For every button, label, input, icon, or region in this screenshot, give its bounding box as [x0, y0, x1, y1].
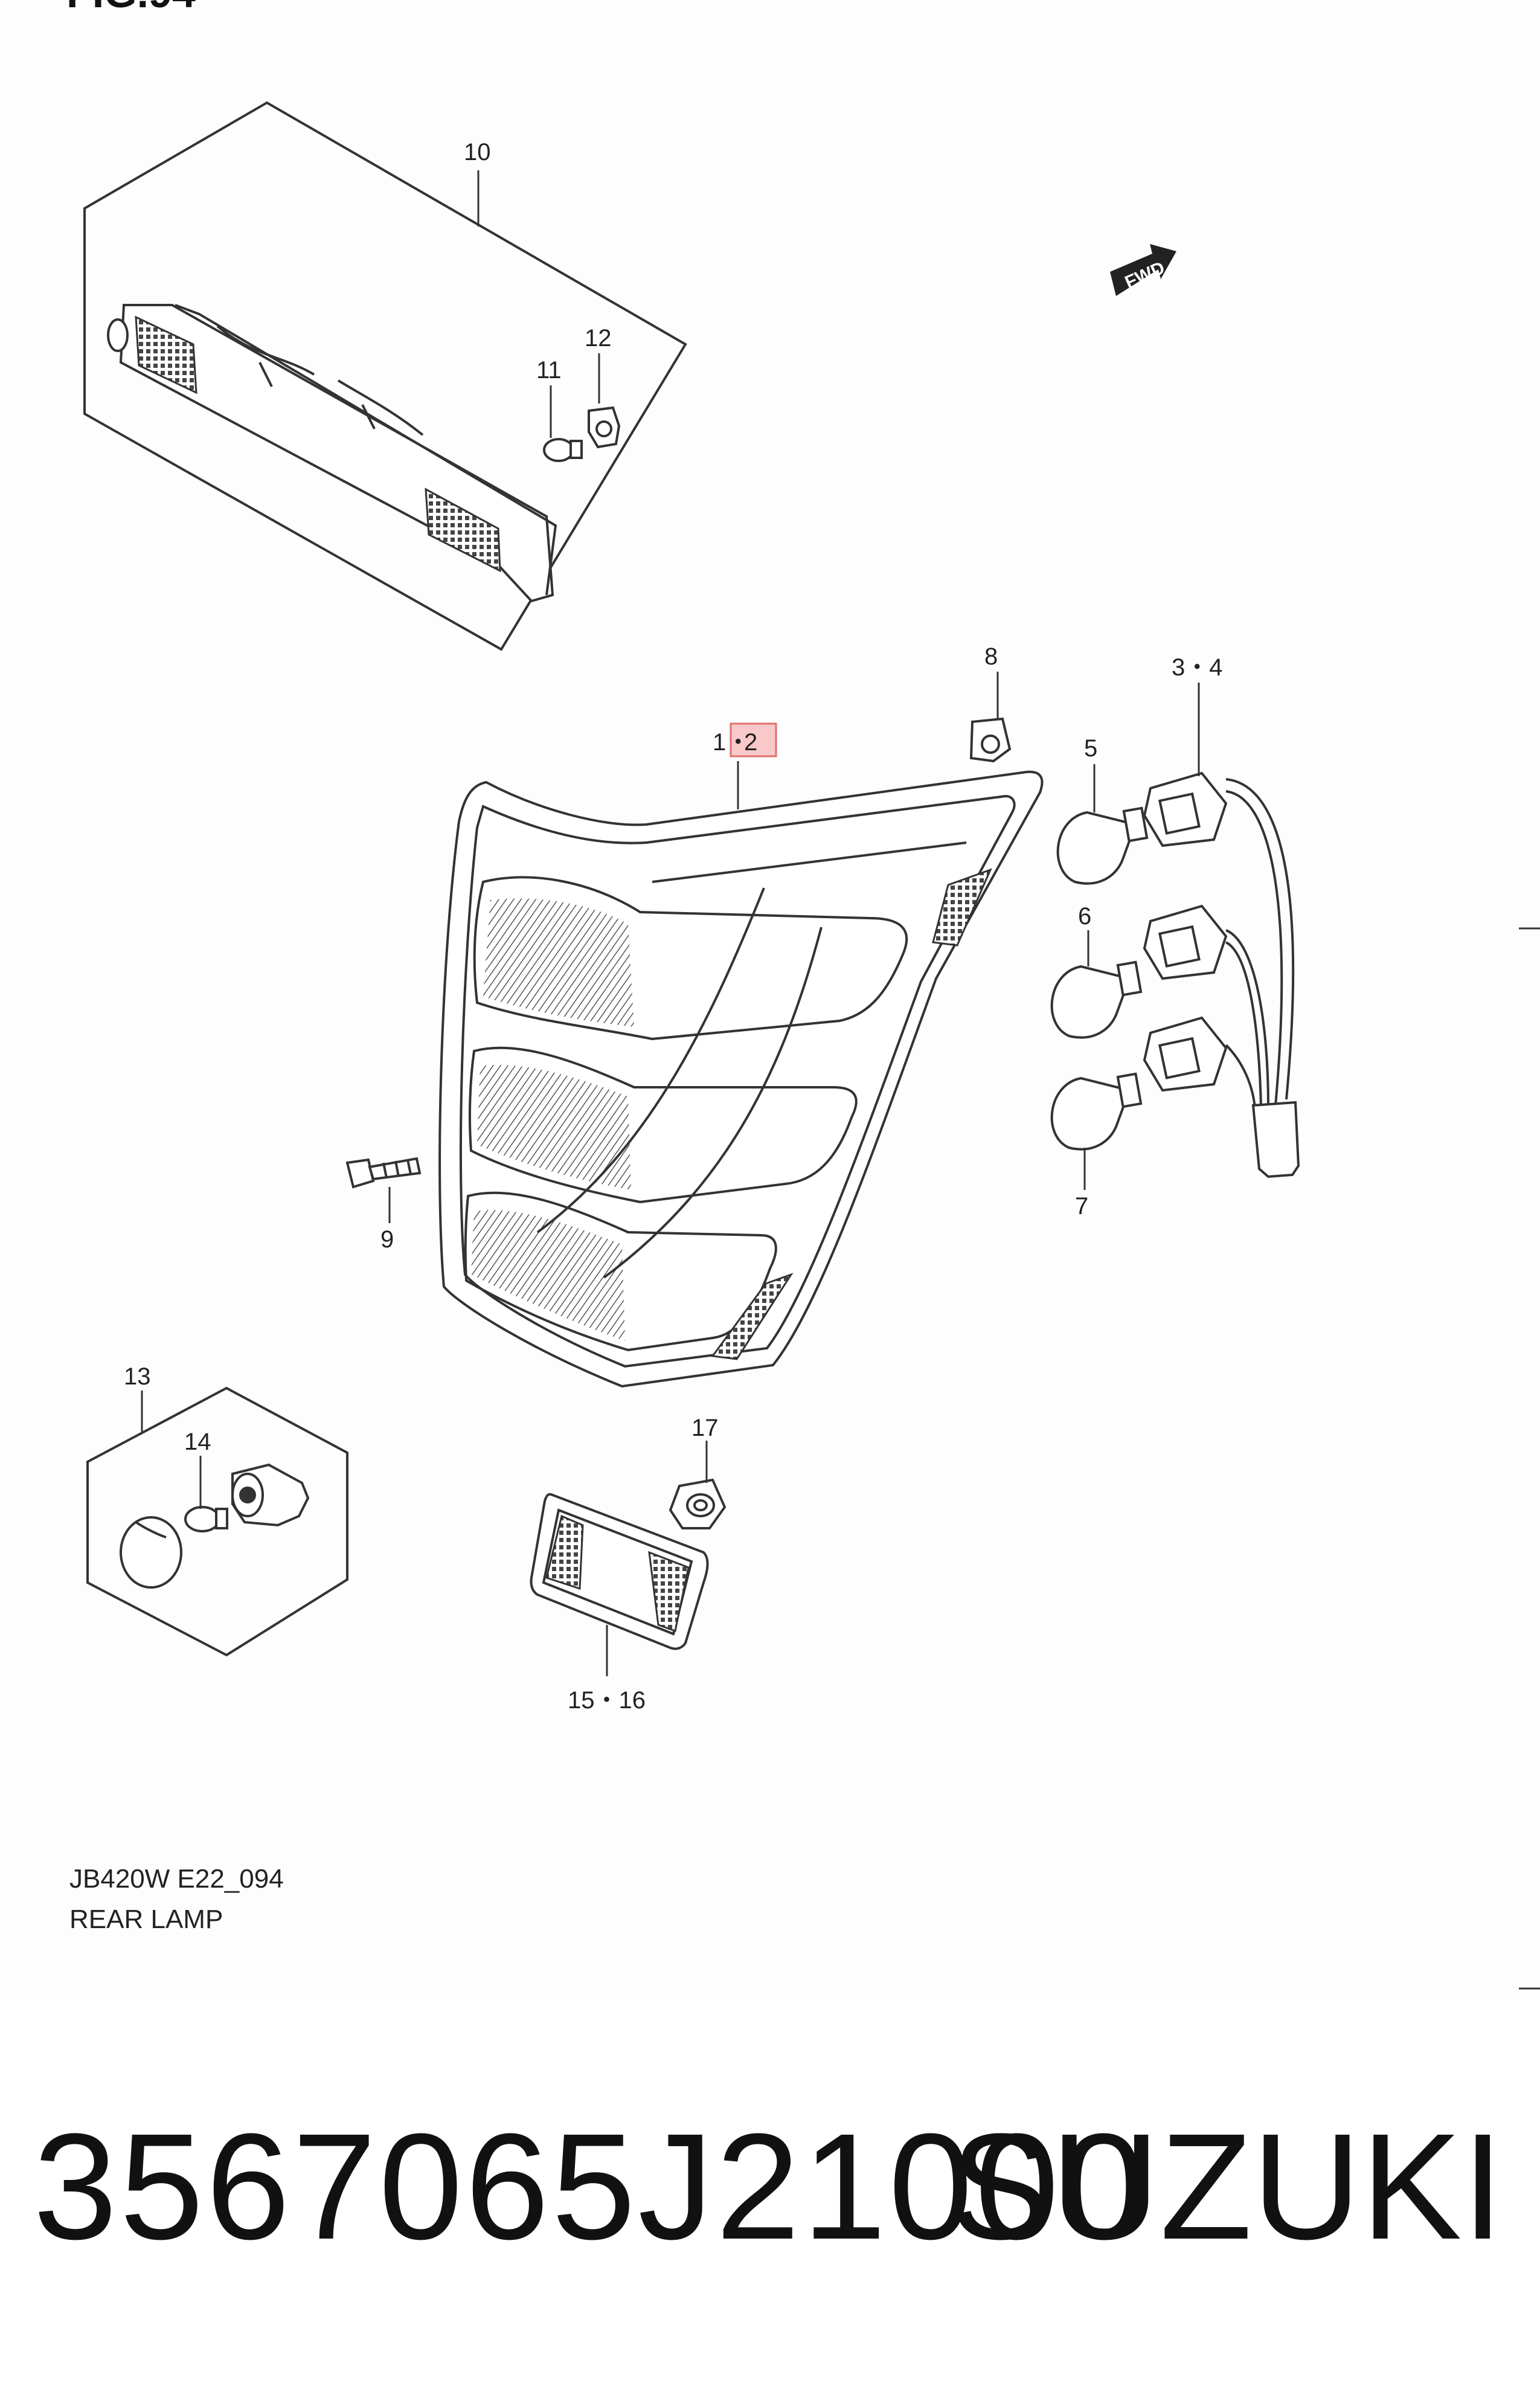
bulb-14-base	[215, 1508, 228, 1529]
callout-5: 5	[1084, 735, 1097, 762]
figure-code: JB420W E22_094	[69, 1864, 284, 1894]
leaders-bottom-right	[606, 1441, 708, 1676]
callout-3-4: 3・4	[1172, 654, 1223, 681]
high-mount-lamp-detail	[216, 325, 424, 436]
lamp-chamber-lower-shade	[471, 1210, 625, 1341]
lamp-chamber-top-shade	[483, 898, 634, 1027]
bulb-11	[543, 438, 574, 462]
reflector-mesh-right	[648, 1551, 690, 1632]
callout-2: 2	[744, 729, 757, 756]
callout-17: 17	[691, 1415, 719, 1441]
figure-name: REAR LAMP	[69, 1905, 223, 1934]
parts-diagram: FIG.94 10 11 12 FWD	[66, 0, 1540, 1990]
bulb-5	[1056, 806, 1149, 885]
socket-harness-3-4	[1143, 771, 1300, 1178]
callout-12: 12	[585, 325, 612, 352]
bulb-6	[1050, 960, 1143, 1039]
high-mount-lamp-mesh-right	[425, 487, 501, 573]
rear-combination-lamp	[438, 770, 1044, 1388]
callout-15-16: 15・16	[568, 1687, 646, 1714]
high-mount-lamp-group	[83, 101, 687, 651]
clip-17	[669, 1478, 727, 1529]
lamp-inner-shell	[459, 794, 1016, 1368]
leaders-top	[477, 170, 600, 438]
lamp-reflector-lower	[711, 1273, 794, 1360]
figure-title: FIG.94	[66, 0, 196, 16]
brand-name: SUZUKI	[950, 2102, 1504, 2271]
bulb-7	[1050, 1072, 1143, 1151]
group-box-10	[83, 101, 687, 651]
leaders-bottom-left	[141, 1391, 202, 1509]
callout-1: 1・	[713, 729, 750, 756]
bulb-14	[184, 1506, 220, 1532]
callout-14: 14	[184, 1429, 211, 1455]
marker-lens-highlight	[135, 1521, 167, 1538]
side-marker-group	[86, 1386, 348, 1657]
high-mount-lamp-back	[175, 304, 557, 596]
lamp-chamber-top	[473, 876, 908, 1041]
reflector-inner	[542, 1508, 693, 1636]
lamp-curve-2	[603, 927, 823, 1279]
grommet-8	[969, 717, 1012, 763]
high-mount-lamp-end-cap	[107, 318, 129, 352]
part-number: 3567065J21000	[33, 2102, 1148, 2271]
callout-2-highlight	[730, 722, 777, 757]
lamp-curve-1	[536, 887, 765, 1233]
callout-9: 9	[380, 1226, 394, 1253]
callout-13: 13	[124, 1363, 151, 1390]
lamp-chamber-middle	[468, 1046, 858, 1204]
callout-7: 7	[1075, 1193, 1088, 1220]
marker-socket-hole	[239, 1487, 256, 1503]
lamp-reflector-upper	[932, 868, 992, 947]
group-box-13	[86, 1386, 348, 1657]
callout-10: 10	[464, 139, 491, 166]
leaders-middle	[388, 672, 1200, 1223]
part-number-strip: 3567065J21000 SUZUKI	[0, 2078, 1540, 2295]
reflector-15-16	[530, 1493, 709, 1650]
callout-6: 6	[1078, 903, 1091, 930]
callout-8: 8	[984, 643, 998, 670]
bolt-9	[345, 1157, 422, 1189]
high-mount-lamp-mesh-left	[135, 315, 197, 394]
socket-12-ring	[595, 420, 612, 437]
bulb-11-base	[569, 440, 583, 459]
callout-11: 11	[536, 357, 562, 384]
reflector-mesh-left	[545, 1514, 584, 1590]
marker-lens	[120, 1516, 182, 1589]
parts-diagram-svg: FIG.94 10 11 12 FWD	[66, 0, 1540, 1990]
fwd-arrow: FWD	[1110, 244, 1176, 296]
lamp-chamber-middle-shade	[477, 1065, 631, 1190]
lamp-top-edge-line	[652, 841, 967, 883]
